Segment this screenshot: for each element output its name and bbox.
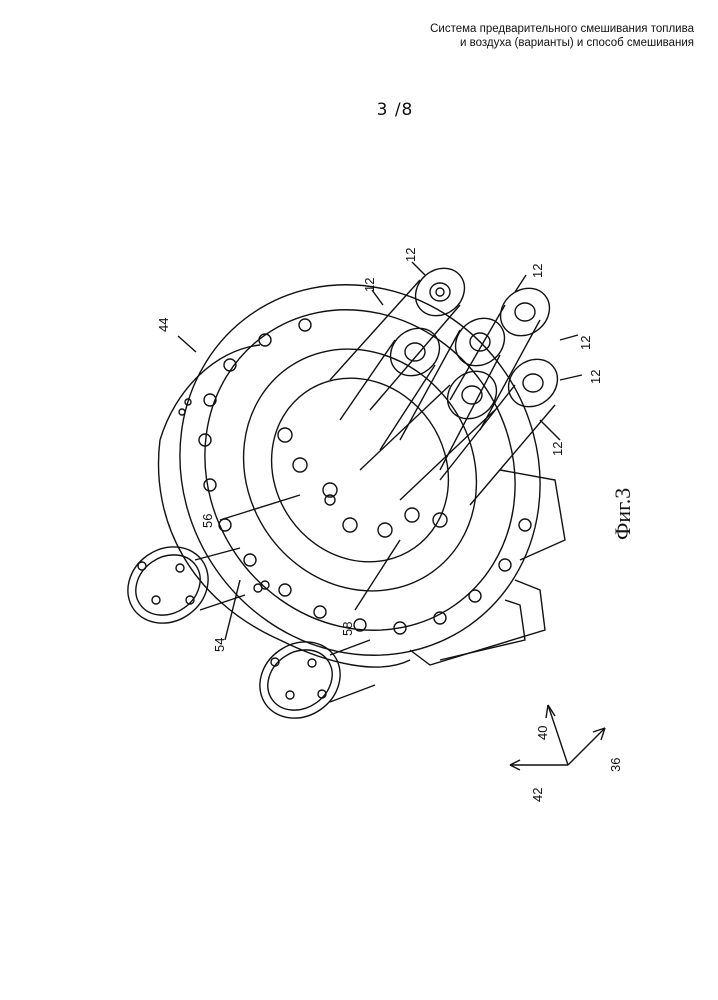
leader-12d <box>560 335 578 340</box>
label-12-d: 12 <box>578 336 593 350</box>
label-12-b: 12 <box>362 278 377 292</box>
inlet-flange-lower <box>245 626 375 733</box>
leader-12a <box>412 262 425 275</box>
label-44: 44 <box>156 318 171 332</box>
label-56: 56 <box>200 514 215 528</box>
leader-12e <box>560 375 582 380</box>
label-58: 58 <box>340 622 355 636</box>
axis-label-36: 36 <box>608 758 623 772</box>
axis-label-40: 40 <box>535 726 550 740</box>
axis-label-42: 42 <box>530 788 545 802</box>
rear-piping <box>410 470 565 665</box>
label-12-f: 12 <box>550 442 565 456</box>
label-54: 54 <box>212 638 227 652</box>
leader-12f <box>540 420 560 440</box>
label-12-a: 12 <box>403 248 418 262</box>
figure-caption: Фиг.3 <box>610 488 635 540</box>
nozzle-tube-5 <box>360 361 506 500</box>
nozzle-tube-4 <box>450 278 559 430</box>
leader-44 <box>178 336 196 352</box>
coordinate-axes <box>510 705 605 770</box>
leader-58 <box>355 540 400 610</box>
label-12-e: 12 <box>588 370 603 384</box>
label-12-c: 12 <box>530 264 545 278</box>
leader-54 <box>225 580 240 640</box>
